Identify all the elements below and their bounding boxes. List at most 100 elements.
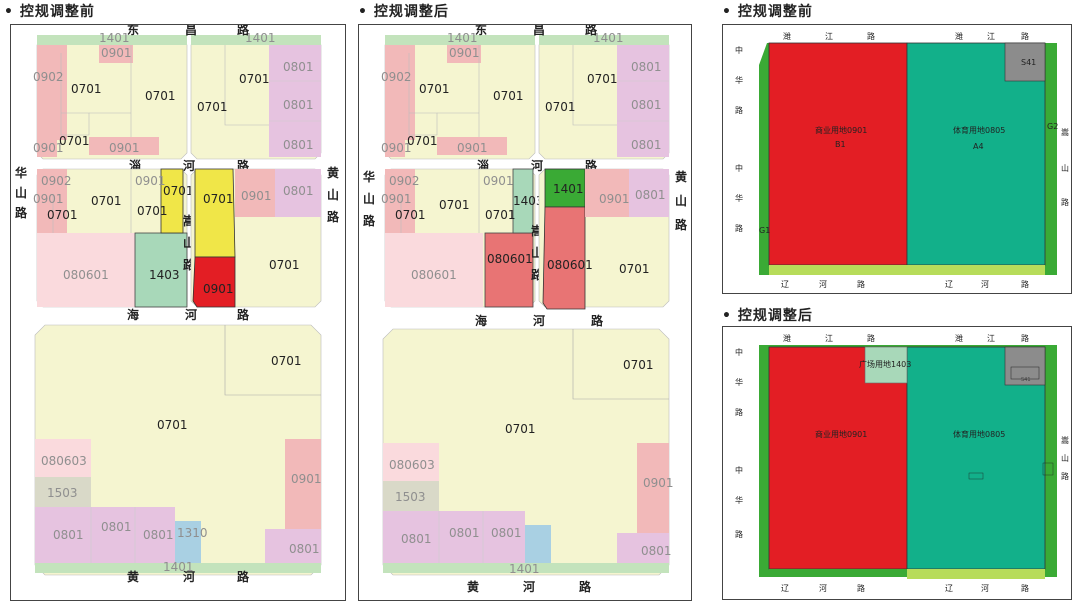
heading-before-left: • 控规调整前 [4,4,95,20]
parcel-1401-green[interactable] [544,168,586,208]
utility-label: S41 [1021,377,1031,383]
label-1403: 1403 [513,194,544,208]
road-label: 路 [735,407,743,417]
road-label: 嵩 [1061,436,1069,445]
block-ne: 1401 0701 0701 0801 0801 0801 [190,31,322,160]
block-nw: 1401 0901 0902 0701 0701 0701 0901 0901 [33,31,188,160]
road-label: 河 [184,307,197,322]
parcel-080601-salmon-east[interactable] [542,206,586,310]
label-1503: 1503 [395,490,426,504]
parcel-0901-top [99,45,133,63]
site-after-svg: 潍 江 路 潍 江 路 中 华 路 中 华 路 嵩 山 路 广场用地1403 商… [735,333,1069,593]
label-0801: 0801 [53,528,84,542]
label-0901: 0901 [457,141,488,155]
road-label: 路 [237,307,250,322]
label-0701: 0701 [623,358,654,372]
road-label: 潍 [783,31,791,41]
road-label: 山 [327,187,339,202]
block-nw: 1401 0901 0902 0701 0701 0701 0901 0901 [381,31,536,160]
road-label: 嵩 [1061,128,1069,137]
road-label: 路 [15,205,28,220]
road-label: 黄 [467,579,479,594]
label-080601: 080601 [547,258,593,272]
label-0701: 0701 [493,89,524,103]
label-0801: 0801 [283,138,314,152]
label-0701: 0701 [587,72,618,86]
label-0901: 0901 [241,189,272,203]
label-080601: 080601 [63,268,109,282]
label-1401: 1401 [447,31,478,45]
road-label: 路 [237,25,250,37]
road-label: 中 [735,465,743,475]
site-after: 潍 江 路 潍 江 路 中 华 路 中 华 路 嵩 山 路 广场用地1403 商… [722,326,1072,600]
road-label: 海 [127,307,139,322]
road-label: 路 [1061,471,1069,481]
label-1310: 1310 [177,526,208,540]
heading-before-right: • 控规调整前 [722,4,813,20]
block-s: 0701 0701 080603 1503 0801 0801 0801 131… [34,324,322,576]
road-label: 河 [182,569,195,584]
label-0801: 0801 [101,520,132,534]
parcel-0701-yellow[interactable] [160,168,184,234]
road-label: 华 [735,377,743,387]
road-label: 路 [735,223,743,233]
road-label: 江 [987,32,995,41]
label-0801: 0801 [641,544,672,558]
parcel-0901-red[interactable] [192,256,236,308]
parcel-0901-bottom [89,137,159,155]
parcel-1403[interactable] [134,232,188,308]
road-label: 河 [532,313,545,328]
parcel-1403-small[interactable] [512,168,534,234]
utility-parcel[interactable] [1004,346,1046,386]
label-0701: 0701 [407,134,438,148]
commercial-label: 商业用地0901 [815,429,867,439]
block-me: 0701 0901 0901 0801 0701 [190,168,322,308]
parcel-080603 [35,439,91,477]
road-label: 路 [867,31,875,41]
road-label: 路 [363,213,376,228]
block-mw: 0902 0901 0701 0701 0901 0701 1403 08060… [381,168,544,308]
road-label: 路 [735,529,743,539]
label-0701: 0701 [239,72,270,86]
label-0701: 0701 [271,354,302,368]
label-1403: 1403 [149,268,180,282]
road-label: 潍 [955,333,963,343]
parcel-1310 [175,521,201,563]
commercial-parcel[interactable] [768,346,908,570]
parcel-080601-salmon[interactable] [484,232,534,308]
sports-label: 体育用地0805 [953,125,1005,135]
road-label: 华 [735,495,743,505]
label-1401: 1401 [99,31,130,45]
map-after: 1401 0901 0902 0701 0701 0701 0901 0901 … [358,24,692,601]
label-080603: 080603 [389,458,435,472]
road-label: 路 [675,217,688,232]
road-label: 路 [1061,197,1069,207]
parcel-0801 [35,507,175,563]
commercial-parcel[interactable] [768,42,908,266]
road-label: 华 [735,193,743,203]
sports-code: A4 [973,142,984,151]
road-label: 潍 [955,31,963,41]
plaza-parcel[interactable] [864,346,908,384]
label-1401: 1401 [593,31,624,45]
road-label: 路 [1021,583,1029,593]
label-0801: 0801 [283,98,314,112]
label-0801: 0801 [635,188,666,202]
label-1401: 1401 [245,31,276,45]
label-1503: 1503 [47,486,78,500]
label-0801: 0801 [401,532,432,546]
road-label: 路 [857,279,865,289]
road-label: 黄 [327,165,339,180]
road-label: 河 [819,583,827,593]
label-0901: 0901 [599,192,630,206]
label-0801: 0801 [143,528,174,542]
parcel-0701-yellow-big[interactable] [194,168,236,258]
utility-parcel[interactable] [1004,42,1046,82]
road-label: 中 [735,347,743,357]
label-1401: 1401 [163,560,194,574]
label-0701: 0701 [485,208,516,222]
road-label: 路 [237,569,250,584]
road-label: 路 [327,209,340,224]
road-label: 昌 [533,25,545,37]
road-label: 河 [981,279,989,289]
